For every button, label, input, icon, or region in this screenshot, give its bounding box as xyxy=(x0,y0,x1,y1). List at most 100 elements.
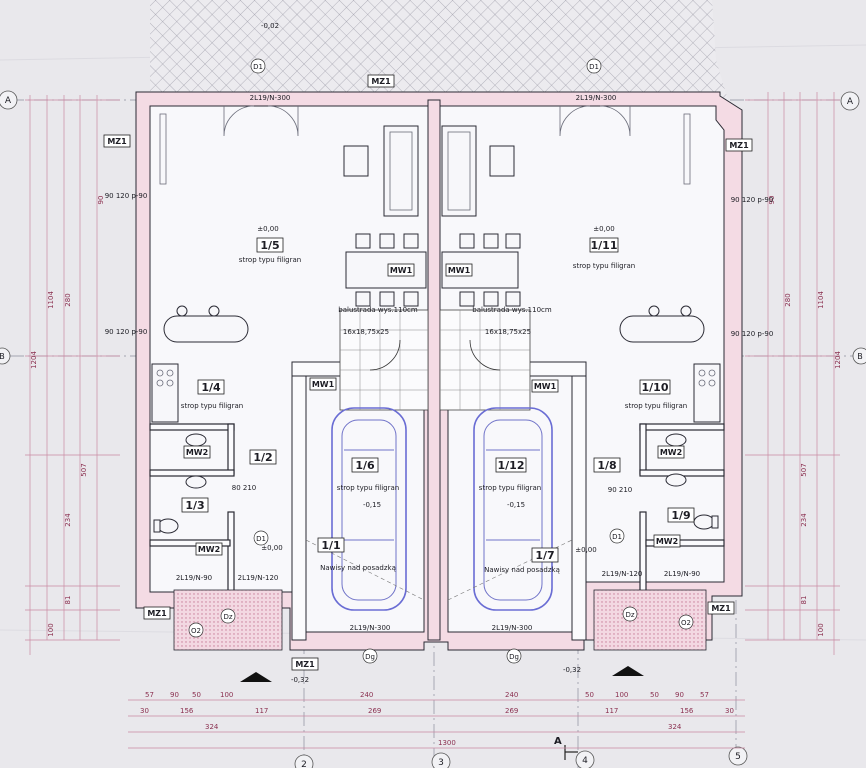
lintel-bath-left: 2L19/N-90 xyxy=(176,574,212,582)
garage-left xyxy=(305,375,425,633)
tag-mw1-right: MW1 xyxy=(445,263,473,277)
coffee-table-right xyxy=(489,145,515,177)
svg-text:MZ1: MZ1 xyxy=(371,77,391,86)
svg-text:-0,15: -0,15 xyxy=(363,501,381,509)
svg-text:1300: 1300 xyxy=(438,739,456,747)
axis-marker-b-left: B xyxy=(0,347,11,365)
door-spec-left: 80 210 xyxy=(232,484,257,492)
car-left xyxy=(331,407,407,611)
svg-text:MZ1: MZ1 xyxy=(147,609,167,618)
svg-text:1/4: 1/4 xyxy=(201,381,221,394)
tag-dg-left: Dg xyxy=(362,648,378,664)
lintel-bath-right: 2L19/N-90 xyxy=(664,570,700,578)
entrance-arrow-right xyxy=(612,666,644,676)
svg-text:D1: D1 xyxy=(612,533,622,541)
tag-mw1-garage-left: MW1 xyxy=(309,377,337,391)
tag-mz1-top: MZ1 xyxy=(367,74,395,88)
svg-text:1/1: 1/1 xyxy=(321,539,340,552)
bottom-dimension-chain: 57 90 50 100 240 240 50 100 50 90 57 30 … xyxy=(128,691,745,749)
svg-text:MW1: MW1 xyxy=(448,266,471,275)
svg-text:4: 4 xyxy=(582,756,588,766)
svg-text:strop typu filigran: strop typu filigran xyxy=(573,262,635,270)
room-1-4: 1/4 strop typu filigran xyxy=(181,379,243,410)
svg-text:MZ1: MZ1 xyxy=(729,141,749,150)
svg-text:B: B xyxy=(857,352,863,361)
level-top-left: -0,02 xyxy=(261,22,279,30)
svg-text:-0,15: -0,15 xyxy=(507,501,525,509)
tag-mz1-right: MZ1 xyxy=(725,138,753,152)
svg-text:156: 156 xyxy=(180,707,194,715)
svg-text:269: 269 xyxy=(505,707,518,715)
right-dimension-chain: 90 280 507 1104 1204 234 81 100 xyxy=(745,92,842,655)
axis-marker-4: 4 xyxy=(575,750,595,768)
svg-text:Dg: Dg xyxy=(509,653,519,661)
svg-text:MW1: MW1 xyxy=(390,266,413,275)
svg-text:strop typu filigran: strop typu filigran xyxy=(239,256,301,264)
kitchen-island-left xyxy=(163,315,249,343)
svg-text:57: 57 xyxy=(700,691,709,699)
svg-text:5: 5 xyxy=(735,752,741,762)
svg-text:100: 100 xyxy=(615,691,628,699)
sofa-right xyxy=(441,125,477,217)
room-1-12: 1/12 strop typu filigran -0,15 xyxy=(479,457,541,509)
svg-text:81: 81 xyxy=(64,596,72,605)
svg-text:1/9: 1/9 xyxy=(671,509,690,522)
tag-d1-bathroom-left: D1 xyxy=(253,530,269,546)
window-spec-right-upper: 90 120 p-90 xyxy=(731,196,774,204)
entrance-arrow-left xyxy=(240,672,272,682)
terrace-hatch xyxy=(150,0,728,100)
svg-text:B: B xyxy=(0,352,5,361)
svg-text:1/8: 1/8 xyxy=(597,459,616,472)
room-1-3: 1/3 xyxy=(181,497,209,513)
svg-text:MW1: MW1 xyxy=(534,382,557,391)
tag-mw2-left-bottom: MW2 xyxy=(195,542,223,556)
svg-text:324: 324 xyxy=(668,723,682,731)
axis-marker-3: 3 xyxy=(431,752,451,768)
axis-marker-a-right: A xyxy=(840,91,860,111)
axis-marker-a-left: A xyxy=(0,90,18,110)
svg-text:1/6: 1/6 xyxy=(355,459,375,472)
section-mark: A xyxy=(554,736,578,760)
window-spec-left-lower: 90 120 p-90 xyxy=(105,328,148,336)
room-1-9: 1/9 xyxy=(667,507,695,523)
staircase-left xyxy=(339,309,429,411)
tag-d1-left: D1 xyxy=(250,58,266,74)
svg-text:A: A xyxy=(847,97,854,107)
svg-text:1/2: 1/2 xyxy=(253,451,272,464)
svg-text:30: 30 xyxy=(140,707,149,715)
svg-text:strop typu filigran: strop typu filigran xyxy=(181,402,243,410)
party-wall xyxy=(427,99,441,641)
svg-text:234: 234 xyxy=(800,513,808,527)
lintel-garage-left: 2L19/N-300 xyxy=(350,624,391,632)
room-1-2: 1/2 xyxy=(249,449,277,465)
tag-dg-right: Dg xyxy=(506,648,522,664)
svg-text:1204: 1204 xyxy=(30,351,38,369)
svg-text:MW2: MW2 xyxy=(656,537,678,546)
svg-text:240: 240 xyxy=(505,691,518,699)
svg-text:1/5: 1/5 xyxy=(260,239,279,252)
svg-text:156: 156 xyxy=(680,707,694,715)
axis-marker-2: 2 xyxy=(294,754,314,768)
toilet-right xyxy=(693,514,715,530)
svg-text:±0,00: ±0,00 xyxy=(575,546,596,554)
sofa-left xyxy=(383,125,419,217)
svg-text:A: A xyxy=(554,736,562,747)
svg-text:507: 507 xyxy=(80,463,88,476)
svg-text:D1: D1 xyxy=(589,63,599,71)
tag-mz1-left: MZ1 xyxy=(103,134,131,148)
canopy-note-left: Nawisy nad posadzką xyxy=(320,564,396,572)
svg-text:A: A xyxy=(5,96,12,106)
kitchen-counter-left xyxy=(151,363,179,423)
svg-text:90: 90 xyxy=(97,196,105,205)
tag-mw2-right-top: MW2 xyxy=(657,445,685,459)
room-1-7: 1/7 ±0,00 xyxy=(531,546,597,563)
lintel-entrance-right: 2L19/N-120 xyxy=(602,570,643,578)
svg-text:MZ1: MZ1 xyxy=(295,660,315,669)
svg-text:50: 50 xyxy=(585,691,594,699)
svg-text:117: 117 xyxy=(605,707,618,715)
tag-mw2-right-bottom: MW2 xyxy=(653,534,681,548)
svg-text:strop typu filigran: strop typu filigran xyxy=(625,402,687,410)
svg-text:280: 280 xyxy=(784,293,792,306)
axis-marker-b-right: B xyxy=(852,347,866,365)
